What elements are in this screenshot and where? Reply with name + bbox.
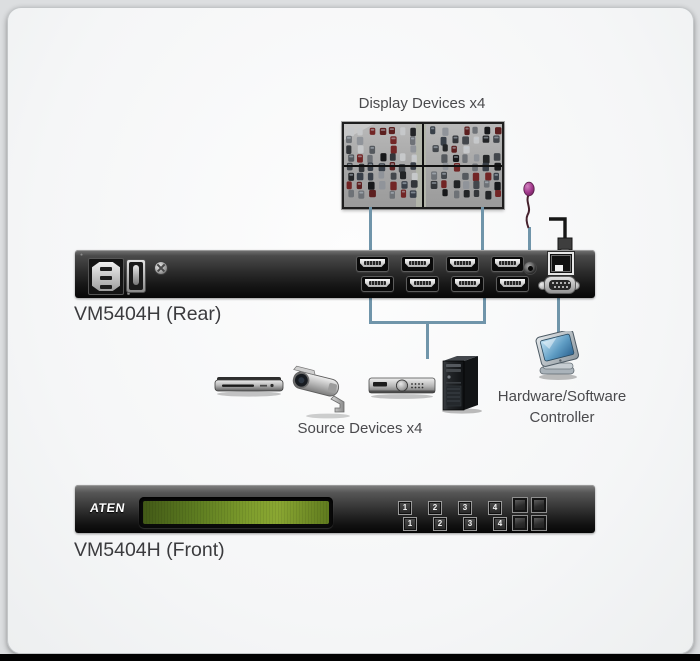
connector-line xyxy=(483,297,486,323)
wall-bezel-horizontal xyxy=(344,165,502,167)
port-button-4: 4 xyxy=(493,517,507,531)
hdmi-port-icon xyxy=(356,256,389,272)
port-button-3: 3 xyxy=(463,517,477,531)
controller-label-line1: Hardware/Software xyxy=(497,388,627,405)
hdmi-port-icon xyxy=(361,276,394,292)
lcd-display xyxy=(139,497,333,528)
ir-jack-icon xyxy=(523,261,537,275)
grounding-screw-icon xyxy=(154,261,168,275)
bottom-edge-bar xyxy=(0,654,700,661)
video-wall xyxy=(342,122,504,209)
port-button-2: 2 xyxy=(428,501,442,515)
av-receiver-icon xyxy=(368,377,436,399)
connector-line xyxy=(426,321,429,359)
cctv-camera-icon xyxy=(292,365,350,419)
controller-label-line2: Controller xyxy=(529,409,595,426)
connector-line xyxy=(369,297,372,323)
card-background xyxy=(7,7,694,654)
pc-tower-icon xyxy=(442,356,482,414)
rear-panel-label: VM5404H (Rear) xyxy=(74,303,222,325)
port-button-3: 3 xyxy=(458,501,472,515)
controller-label: Hardware/Software Controller xyxy=(477,386,647,428)
display-devices-label: Display Devices x4 xyxy=(358,95,486,112)
power-inlet-icon xyxy=(88,258,124,295)
screw-icon xyxy=(127,292,130,295)
front-panel-label: VM5404H (Front) xyxy=(74,539,225,561)
hdmi-port-icon xyxy=(401,256,434,272)
screw-icon xyxy=(80,253,83,256)
connector-line-controller xyxy=(557,297,560,333)
function-button xyxy=(512,515,528,531)
connector-line-ir xyxy=(528,227,531,262)
dvd-player-icon xyxy=(214,377,284,397)
function-button xyxy=(512,497,528,513)
connector-line xyxy=(481,207,484,250)
function-button xyxy=(531,497,547,513)
port-button-4: 4 xyxy=(488,501,502,515)
hdmi-port-icon xyxy=(491,256,524,272)
hdmi-port-icon xyxy=(406,276,439,292)
db9-serial-port-icon xyxy=(538,276,580,294)
power-switch-icon xyxy=(126,259,146,293)
port-button-1: 1 xyxy=(398,501,412,515)
ir-receiver-icon xyxy=(523,181,535,229)
aten-logo: ATEN xyxy=(89,501,127,515)
port-button-1: 1 xyxy=(403,517,417,531)
port-button-2: 2 xyxy=(433,517,447,531)
hdmi-port-icon xyxy=(446,256,479,272)
hdmi-port-icon xyxy=(451,276,484,292)
function-button xyxy=(531,515,547,531)
ethernet-cable-icon xyxy=(549,217,573,254)
front-panel: ATEN 1 2 3 4 1 2 3 4 xyxy=(75,485,595,533)
controller-icon xyxy=(535,331,579,380)
connector-line xyxy=(369,207,372,250)
rear-panel xyxy=(75,250,595,298)
hdmi-port-icon xyxy=(496,276,529,292)
source-devices-label: Source Devices x4 xyxy=(297,420,423,437)
rj45-lan-port-icon xyxy=(548,252,574,275)
